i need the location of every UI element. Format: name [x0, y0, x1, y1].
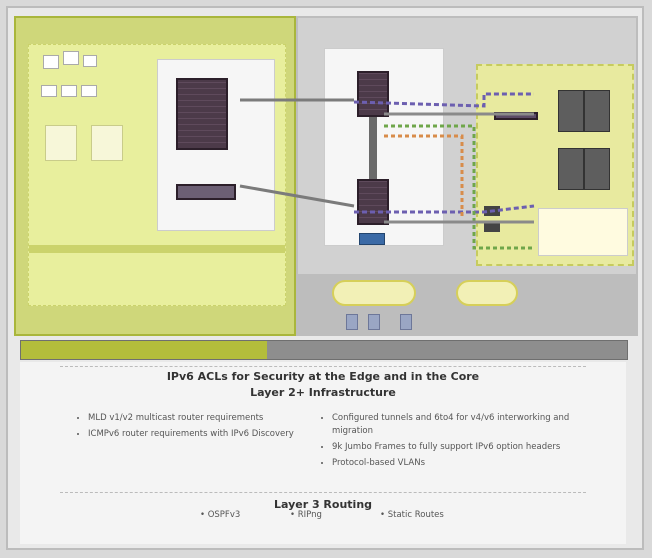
core-switch-top: [357, 71, 389, 117]
server-rack: [584, 148, 610, 190]
network-cloud-left: [332, 280, 416, 306]
workstation-box: [538, 208, 628, 256]
connection-lines: [239, 92, 535, 250]
workstation-icon: [43, 55, 59, 69]
banner: [20, 340, 628, 360]
link-green: [384, 124, 534, 250]
distribution-switch: [176, 184, 236, 200]
list-item: MLD v1/v2 multicast router requirements: [88, 412, 328, 425]
server-rack: [584, 90, 610, 132]
data-center-box: [476, 64, 634, 266]
edge-switch-box: [45, 125, 77, 161]
banner-green-segment: [21, 341, 267, 359]
host-icon: [368, 314, 380, 330]
storage-device: [484, 222, 500, 232]
host-icon: [346, 314, 358, 330]
link-orange: [384, 134, 464, 216]
device-icon: [41, 85, 57, 97]
server-rack: [558, 148, 584, 190]
blue-device: [359, 233, 385, 245]
wiring-closet-box: [157, 59, 275, 231]
core-link: [369, 117, 377, 179]
routing-item-label: Static Routes: [387, 510, 444, 520]
content-title: IPv6 ACLs for Security at the Edge and i…: [166, 370, 480, 383]
left-panel: [14, 16, 296, 336]
server-rack: [558, 90, 584, 132]
list-item: Protocol-based VLANs: [332, 457, 612, 470]
network-diagram: [14, 16, 638, 336]
right-panel: [296, 16, 638, 336]
device-icon: [61, 85, 77, 97]
host-icon: [400, 314, 412, 330]
link-blue: [354, 204, 535, 214]
core-switch-rack: [176, 78, 228, 150]
edge-switch-box: [91, 125, 123, 161]
routing-item-ospfv3: • OSPFv3: [200, 510, 241, 520]
link-blue: [353, 92, 534, 108]
right-bullet-list: Configured tunnels and 6to4 for v4/v6 in…: [320, 412, 612, 473]
link-gray: [239, 184, 355, 208]
divider: [60, 492, 586, 493]
core-switch-bottom: [357, 179, 389, 225]
list-item: Configured tunnels and 6to4 for v4/v6 in…: [332, 412, 612, 438]
core-box: [324, 48, 444, 246]
divider: [60, 366, 586, 367]
left-panel-inner: [28, 44, 286, 306]
routing-item-label: OSPFv3: [207, 510, 241, 520]
layer3-heading: Layer 3 Routing: [273, 498, 373, 511]
left-bullet-list: MLD v1/v2 multicast router requirements …: [76, 412, 328, 444]
list-item: 9k Jumbo Frames to fully support IPv6 op…: [332, 441, 612, 454]
routing-item-label: RIPng: [297, 510, 322, 520]
phone-icon: [83, 55, 97, 67]
routing-item-ripng: • RIPng: [290, 510, 322, 520]
workstation-icon: [63, 51, 79, 65]
routing-item-static: • Static Routes: [380, 510, 444, 520]
content-panel: IPv6 ACLs for Security at the Edge and i…: [20, 362, 626, 544]
layer2-heading: Layer 2+ Infrastructure: [250, 386, 396, 399]
network-cloud-right: [456, 280, 518, 306]
device-icon: [81, 85, 97, 97]
list-item: ICMPv6 router requirements with IPv6 Dis…: [88, 428, 328, 441]
stripe-bar: [29, 245, 285, 253]
